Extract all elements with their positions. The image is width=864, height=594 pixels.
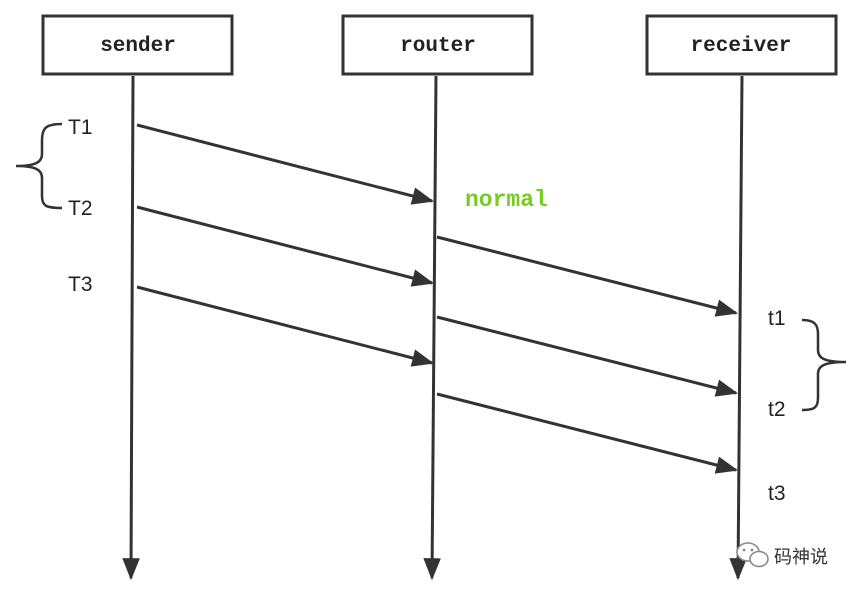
- participant-box: [645, 14, 838, 76]
- participant-label: receiver: [691, 35, 792, 58]
- lifeline-router: [423, 75, 441, 581]
- left-brace: [15, 122, 63, 210]
- message-arrow: [436, 235, 739, 317]
- participant-receiver: receiver: [645, 14, 838, 76]
- watermark-text: 码神说: [774, 547, 828, 568]
- message-arrow: [436, 392, 739, 474]
- normal-note: normal: [465, 187, 548, 213]
- message-arrow: [136, 123, 435, 205]
- send-time-label: T3: [68, 273, 93, 296]
- participant-sender: sender: [41, 14, 234, 76]
- participant-router: router: [341, 14, 534, 76]
- lifeline-sender: [122, 75, 140, 581]
- message-arrow: [136, 285, 435, 367]
- participant-label: router: [400, 35, 476, 58]
- receive-time-label: t3: [768, 482, 786, 505]
- message-arrow: [436, 315, 739, 397]
- participant-label: sender: [100, 35, 176, 58]
- lifeline-receiver: [729, 75, 747, 581]
- right-brace: [801, 318, 847, 412]
- wechat-icon: [736, 542, 769, 568]
- send-time-label: T1: [68, 116, 93, 139]
- watermark: 码神说: [736, 542, 828, 568]
- participant-box: [41, 14, 234, 76]
- receive-time-label: t1: [768, 307, 786, 330]
- participant-box: [341, 14, 534, 76]
- send-time-label: T2: [68, 197, 93, 220]
- message-arrow: [136, 205, 435, 287]
- receive-time-label: t2: [768, 398, 786, 421]
